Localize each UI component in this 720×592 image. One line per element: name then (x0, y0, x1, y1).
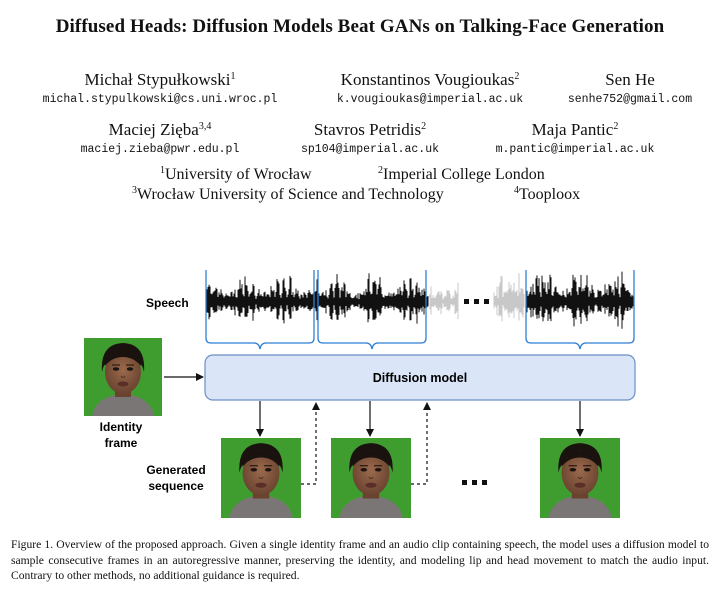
identity-frame-image (84, 338, 162, 416)
speech-label: Speech (146, 296, 189, 310)
paper-title: Diffused Heads: Diffusion Models Beat GA… (55, 16, 665, 37)
author-block-6: Maja Pantic2 m.pantic@imperial.ac.uk (465, 120, 685, 157)
identity-label-line2: frame (105, 436, 138, 450)
author-block-3: Sen He senhe752@gmail.com (545, 70, 715, 107)
affiliation-4: 4Tooploox (514, 185, 581, 204)
feedback-arrow-1 (301, 402, 320, 485)
author-name: Maja Pantic2 (531, 120, 619, 139)
feedback-arrow-2 (411, 402, 431, 485)
brace-2 (317, 270, 427, 350)
author-name: Stavros Petridis2 (313, 120, 427, 139)
author-email: k.vougioukas@imperial.ac.uk (336, 93, 524, 106)
author-block-2: Konstantinos Vougioukas2 k.vougioukas@im… (305, 70, 555, 107)
author-name: Michał Stypułkowski1 (84, 70, 236, 89)
audio-window-braces (205, 270, 635, 350)
author-email: m.pantic@imperial.ac.uk (495, 143, 655, 156)
generated-label-line1: Generated (146, 463, 205, 477)
diffusion-model-box (204, 354, 636, 401)
waveform-segment-faded-2 (493, 273, 525, 322)
generated-frame-2 (331, 438, 411, 518)
affiliation-1: 1University of Wrocław (160, 165, 312, 184)
author-email: maciej.zieba@pwr.edu.pl (80, 143, 240, 156)
author-block-1: Michał Stypułkowski1 michal.stypulkowski… (0, 70, 320, 107)
author-block-5: Stavros Petridis2 sp104@imperial.ac.uk (260, 120, 480, 157)
author-name: Sen He (605, 70, 655, 89)
author-email: senhe752@gmail.com (567, 93, 693, 106)
author-block-4: Maciej Zięba3,4 maciej.zieba@pwr.edu.pl (50, 120, 270, 157)
affiliation-3: 3Wrocław University of Science and Techn… (132, 185, 444, 204)
figure-caption: Figure 1. Overview of the proposed appro… (11, 538, 709, 582)
generated-frame-1 (221, 438, 301, 518)
waveform-segment-1 (205, 275, 319, 324)
diffusion-model-label: Diffusion model (373, 371, 467, 385)
frames-ellipsis (462, 480, 487, 485)
waveform-segment-2 (317, 273, 429, 324)
generated-label-line2: sequence (148, 479, 204, 493)
author-name: Maciej Zięba3,4 (108, 120, 212, 139)
waveform-segment-faded-1 (429, 282, 459, 320)
speech-waveform (205, 271, 635, 329)
waveform-segment-3 (525, 271, 635, 329)
brace-3 (525, 270, 635, 350)
brace-1 (205, 270, 315, 350)
waveform-ellipsis (464, 299, 489, 304)
generated-frame-3 (540, 438, 620, 518)
author-name: Konstantinos Vougioukas2 (340, 70, 520, 89)
author-email: sp104@imperial.ac.uk (300, 143, 440, 156)
identity-label-line1: Identity (100, 420, 143, 434)
author-email: michal.stypulkowski@cs.uni.wroc.pl (42, 93, 278, 106)
affiliation-2: 2Imperial College London (378, 165, 545, 184)
